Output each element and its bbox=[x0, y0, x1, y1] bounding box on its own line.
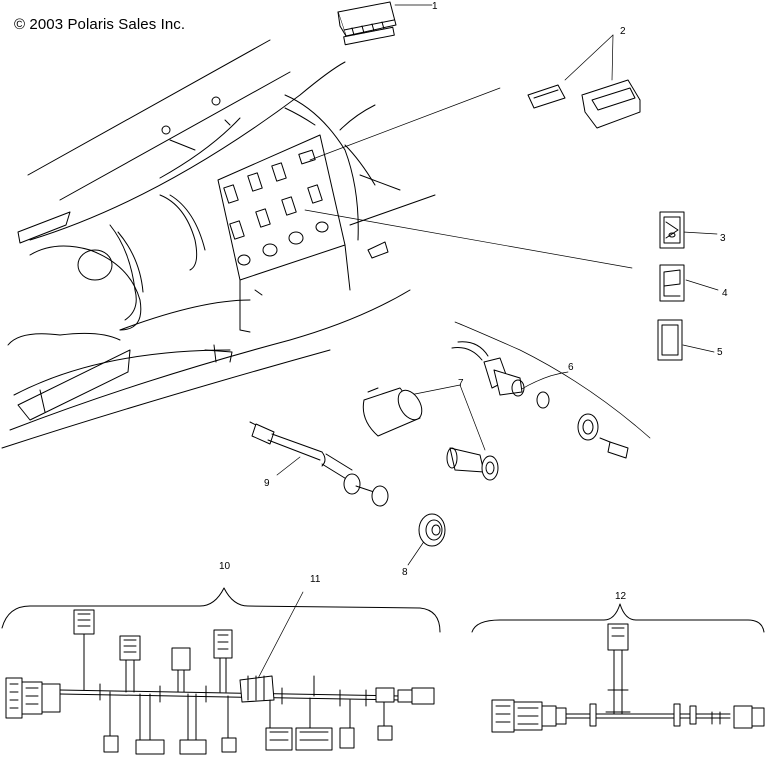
switch-plate-icon bbox=[657, 319, 683, 361]
harness-bracket-10 bbox=[1, 587, 441, 633]
copyright-notice: © 2003 Polaris Sales Inc. bbox=[14, 16, 186, 33]
choke-cable-icon bbox=[249, 421, 389, 507]
leader-lines bbox=[251, 4, 719, 691]
callout-12: 12 bbox=[615, 591, 627, 602]
dashboard-panel bbox=[1, 39, 436, 449]
callout-4: 4 bbox=[722, 288, 728, 299]
rocker-switch-icon bbox=[659, 264, 685, 302]
callout-labels: 1 2 3 4 5 6 7 8 9 10 11 12 bbox=[219, 1, 728, 602]
grommet-icon bbox=[418, 513, 446, 547]
switch-bezel-icon bbox=[527, 79, 641, 129]
callout-6: 6 bbox=[568, 362, 574, 373]
power-point-icon bbox=[362, 387, 499, 481]
callout-11: 11 bbox=[310, 574, 321, 585]
callout-7: 7 bbox=[458, 378, 464, 389]
callout-5: 5 bbox=[717, 347, 723, 358]
panel-switch-slots bbox=[223, 149, 329, 266]
harness-bracket-12 bbox=[471, 603, 765, 633]
rocker-switch-icon bbox=[659, 211, 685, 249]
callout-10: 10 bbox=[219, 561, 231, 572]
callout-3: 3 bbox=[720, 233, 726, 244]
sub-wire-harness-icon bbox=[491, 623, 765, 733]
callout-9: 9 bbox=[264, 478, 270, 489]
callout-2: 2 bbox=[620, 26, 626, 37]
ignition-switch-icon bbox=[451, 341, 629, 459]
connector-plug-icon bbox=[337, 1, 397, 46]
main-wire-harness-icon bbox=[5, 609, 435, 755]
callout-1: 1 bbox=[432, 1, 438, 12]
callout-8: 8 bbox=[402, 567, 408, 578]
